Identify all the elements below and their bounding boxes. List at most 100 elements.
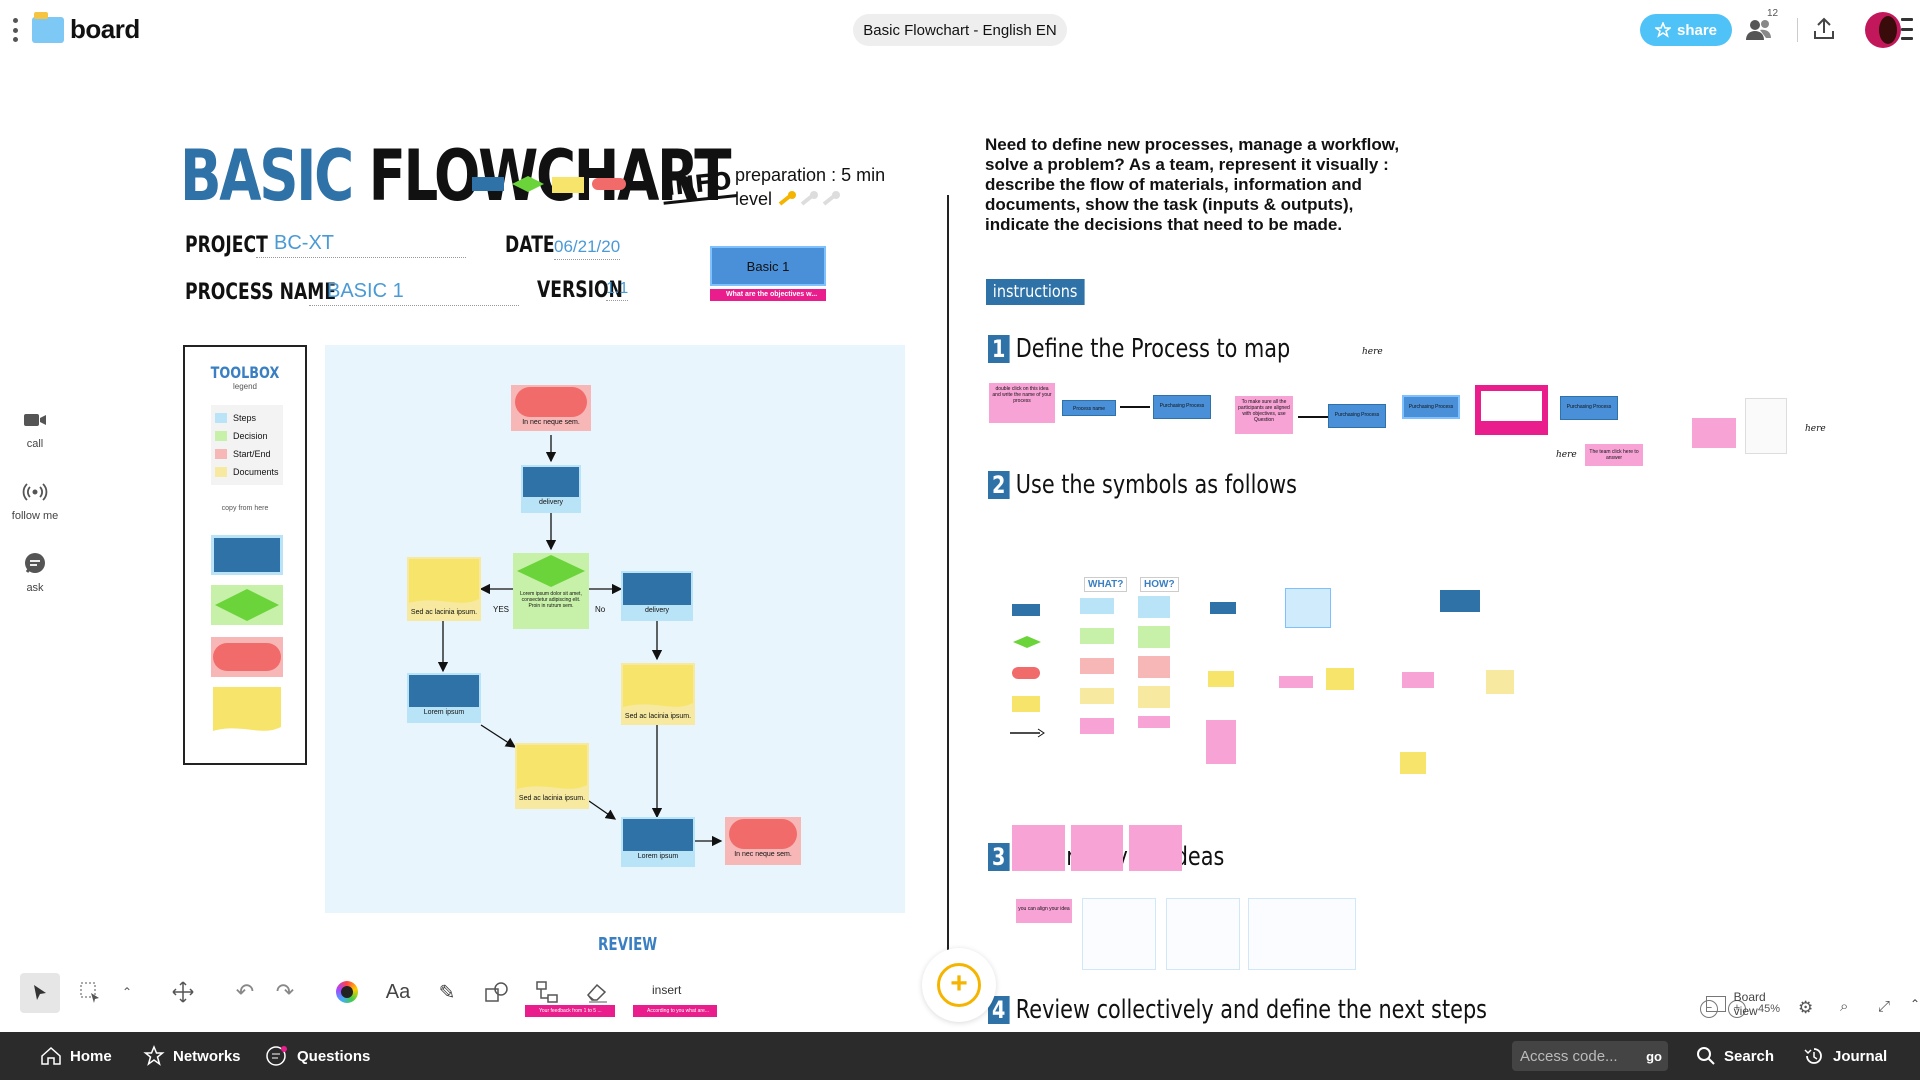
start-label: In nec neque sem. bbox=[522, 419, 580, 426]
text-tool[interactable]: Aa bbox=[385, 980, 411, 1003]
chat-icon bbox=[25, 553, 45, 573]
board-view-icon bbox=[1706, 996, 1726, 1012]
lorem-bottom-label: Lorem ipsum bbox=[637, 853, 679, 860]
lorem-step-bottom[interactable]: Lorem ipsum bbox=[621, 817, 695, 867]
board-view-toggle[interactable]: Board view ⌃ bbox=[1706, 990, 1920, 1018]
footer-bar: Home Networks Questions Access code... g… bbox=[0, 1032, 1920, 1080]
networks-link[interactable]: Networks bbox=[143, 1032, 241, 1080]
color-picker[interactable] bbox=[332, 977, 362, 1007]
user-avatar[interactable] bbox=[1865, 12, 1901, 48]
zoom-in-icon[interactable]: + bbox=[1728, 1000, 1746, 1018]
search-zoom-icon[interactable]: ⌕ bbox=[1840, 998, 1849, 1015]
legend-label: Documents bbox=[233, 467, 279, 477]
share-button[interactable]: share bbox=[1640, 14, 1732, 46]
hamburger-menu-icon[interactable] bbox=[1901, 18, 1913, 40]
legend-swatch-steps bbox=[215, 413, 227, 423]
journal-link[interactable]: Journal bbox=[1803, 1032, 1887, 1080]
legend-item: Start/End bbox=[215, 445, 279, 463]
expand-tools-chevron[interactable]: ⌃ bbox=[121, 985, 133, 999]
symbol-document bbox=[1012, 696, 1040, 712]
date-value[interactable]: 06/21/20 bbox=[554, 237, 621, 260]
demo-step-blue bbox=[1210, 602, 1236, 614]
document-left[interactable]: Sed ac lacinia ipsum. bbox=[407, 557, 481, 621]
step3-note[interactable]: you can align your idea bbox=[1016, 899, 1072, 923]
step1-answer-note[interactable]: The team click here to answer bbox=[1585, 444, 1643, 466]
search-link[interactable]: Search bbox=[1696, 1032, 1774, 1080]
review-card-2[interactable]: According to you what are... bbox=[633, 1005, 717, 1017]
document-mid[interactable]: Sed ac lacinia ipsum. bbox=[515, 743, 589, 809]
project-value[interactable]: BC-XT bbox=[256, 232, 466, 258]
call-button[interactable]: call bbox=[0, 408, 70, 450]
objectives-card[interactable]: Basic 1 What are the objectives w... bbox=[710, 246, 826, 318]
access-code-input[interactable]: Access code... go bbox=[1512, 1041, 1668, 1071]
step1-process-name[interactable]: Process name bbox=[1062, 400, 1116, 416]
home-link[interactable]: Home bbox=[40, 1032, 112, 1080]
step1-side-panel[interactable] bbox=[1745, 398, 1787, 454]
app-logo[interactable]: board bbox=[32, 11, 140, 45]
yes-label: YES bbox=[493, 605, 510, 614]
step1-purchasing-4[interactable]: Purchasing Process bbox=[1560, 396, 1618, 420]
board-title[interactable]: Basic Flowchart - English EN bbox=[853, 14, 1067, 46]
step1-side-note[interactable] bbox=[1692, 418, 1736, 448]
decision-node[interactable]: Lorem ipsum dolor sit amet, consectetur … bbox=[513, 553, 589, 629]
settings-gear-icon[interactable]: ⚙ bbox=[1798, 998, 1814, 1017]
share-label: share bbox=[1676, 21, 1718, 39]
ask-button[interactable]: ask bbox=[0, 552, 70, 594]
lorem-step-left[interactable]: Lorem ipsum bbox=[407, 673, 481, 723]
connector-tool[interactable] bbox=[532, 977, 562, 1007]
shapes-tool[interactable] bbox=[482, 977, 512, 1007]
undo-button[interactable]: ↶ bbox=[235, 979, 255, 1004]
document-right[interactable]: Sed ac lacinia ipsum. bbox=[621, 663, 695, 725]
step1-purchasing-1[interactable]: Purchasing Process bbox=[1153, 395, 1211, 419]
follow-me-button[interactable]: follow me bbox=[0, 480, 70, 522]
menu-dots-icon[interactable] bbox=[10, 18, 20, 42]
questions-link[interactable]: Questions bbox=[265, 1032, 370, 1080]
access-code-placeholder: Access code... bbox=[1520, 1047, 1618, 1065]
broadcast-icon bbox=[22, 483, 48, 501]
chevron-up-icon[interactable]: ⌃ bbox=[1909, 997, 1920, 1011]
step1-pink-card[interactable] bbox=[1475, 385, 1548, 435]
board-canvas[interactable]: BASIC FLOWCHART INFO preparation : 5 min… bbox=[0, 60, 1920, 1030]
step1-purchasing-2[interactable]: Purchasing Process bbox=[1328, 404, 1386, 428]
go-button[interactable]: go bbox=[1646, 1048, 1662, 1064]
delivery-step-2[interactable]: delivery bbox=[621, 571, 693, 621]
home-label: Home bbox=[70, 1047, 112, 1065]
flowchart-example[interactable]: In nec neque sem. delivery Lorem ipsum d… bbox=[325, 345, 905, 913]
participants-count: 12 bbox=[1767, 8, 1779, 19]
area-select-tool[interactable] bbox=[75, 977, 105, 1007]
start-node[interactable]: In nec neque sem. bbox=[511, 385, 591, 431]
zoom-out-icon[interactable]: − bbox=[1700, 1000, 1718, 1018]
fullscreen-icon[interactable]: ⤢ bbox=[1878, 998, 1891, 1015]
demo-step-result bbox=[1440, 590, 1480, 612]
eraser-tool[interactable] bbox=[582, 977, 612, 1007]
demo-pink-1 bbox=[1279, 676, 1313, 688]
document-shape[interactable] bbox=[211, 685, 283, 735]
select-tool[interactable] bbox=[20, 973, 60, 1013]
end-node[interactable]: In nec neque sem. bbox=[725, 817, 801, 865]
instructions-badge[interactable]: instructions bbox=[986, 279, 1085, 305]
legend-swatch-start-end bbox=[215, 449, 227, 459]
pen-tool[interactable]: ✎ bbox=[438, 981, 456, 1004]
toolbox-title: TOOLBOX bbox=[210, 363, 280, 382]
delivery-step-1[interactable]: delivery bbox=[521, 465, 581, 513]
step1-note-question[interactable]: To make sure all the participants are al… bbox=[1235, 396, 1293, 434]
plus-icon: + bbox=[937, 963, 981, 1007]
review-card-1[interactable]: Your feedback from 1 to 5 ... bbox=[525, 1005, 615, 1017]
search-icon bbox=[1697, 1047, 1715, 1065]
export-icon[interactable] bbox=[1811, 16, 1837, 42]
step1-purchasing-3[interactable]: Purchasing Process bbox=[1402, 395, 1460, 419]
move-tool[interactable] bbox=[168, 977, 198, 1007]
process-name-value[interactable]: BASIC 1 bbox=[309, 280, 519, 306]
add-button[interactable]: + bbox=[922, 948, 996, 1022]
version-value[interactable]: 1.1 bbox=[606, 280, 629, 301]
home-icon bbox=[41, 1046, 61, 1065]
start-end-shape[interactable] bbox=[211, 637, 283, 677]
toolbox-legend-label: legend bbox=[232, 382, 258, 391]
step1-note-1[interactable]: double click on this idea and write the … bbox=[989, 383, 1055, 423]
demo-selected bbox=[1285, 588, 1331, 628]
redo-button[interactable]: ↷ bbox=[275, 979, 295, 1004]
participants-icon[interactable] bbox=[1744, 16, 1774, 44]
insert-label[interactable]: insert bbox=[652, 983, 682, 997]
step-shape[interactable] bbox=[211, 535, 283, 575]
decision-shape[interactable] bbox=[211, 585, 283, 625]
